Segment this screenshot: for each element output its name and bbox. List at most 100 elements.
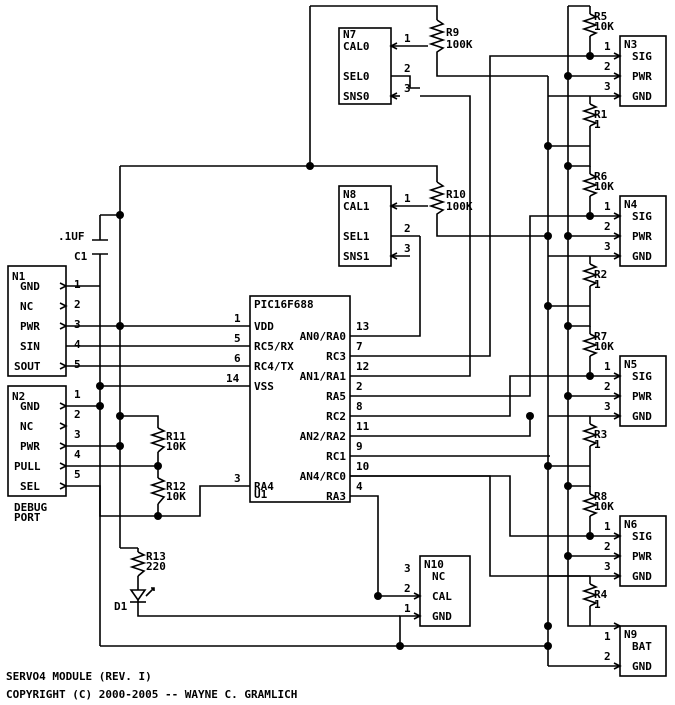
- r11-value: 10K: [166, 440, 186, 453]
- n2-pin4-name: PULL: [14, 460, 41, 473]
- n9-pin2: 2: [604, 650, 611, 663]
- n10-ref: N10: [424, 558, 444, 571]
- n8-pin2-name: SEL1: [343, 230, 370, 243]
- r5-value: 10K: [594, 20, 614, 33]
- wires: [66, 5, 620, 667]
- n8-pin3-num: 3: [404, 242, 411, 255]
- n9-bat: BAT: [632, 640, 652, 653]
- n2-pin5-num: 5: [74, 468, 81, 481]
- r10-value: 100K: [446, 200, 473, 213]
- u1-pin13: 13: [356, 320, 369, 333]
- n2-pin1-num: 1: [74, 388, 81, 401]
- schematic-title: SERVO4 MODULE (REV. I): [6, 670, 152, 683]
- n4-pin2: 2: [604, 220, 611, 233]
- n8-box: [338, 185, 392, 267]
- n3-sig: SIG: [632, 50, 652, 63]
- n6-gnd: GND: [632, 570, 652, 583]
- n1-pin1-num: 1: [74, 278, 81, 291]
- n7-pin3-num: 3: [404, 82, 411, 95]
- n2-pin2-name: NC: [20, 420, 33, 433]
- u1-part: PIC16F688: [254, 298, 314, 311]
- n10-pin2-num: 2: [404, 582, 411, 595]
- n3-gnd: GND: [632, 90, 652, 103]
- r9-ref: R9: [446, 26, 459, 39]
- n4-gnd: GND: [632, 250, 652, 263]
- u1-rc2: RC2: [326, 410, 346, 423]
- n7-box: [338, 27, 392, 105]
- n3-box: [619, 35, 667, 107]
- u1-ra3: RA3: [326, 490, 346, 503]
- n1-pin5-name: SOUT: [14, 360, 41, 373]
- u1-pin1: 1: [234, 312, 241, 325]
- n1-pin1-name: GND: [20, 280, 40, 293]
- n6-pin3: 3: [604, 560, 611, 573]
- n3-pwr: PWR: [632, 70, 652, 83]
- n2-pin3-name: PWR: [20, 440, 40, 453]
- n2-box: [7, 385, 67, 497]
- n1-box: [7, 265, 67, 377]
- r1-value: 1: [594, 118, 601, 131]
- n9-pin1: 1: [604, 630, 611, 643]
- u1-an1: AN1/RA1: [300, 370, 347, 383]
- n6-pin2: 2: [604, 540, 611, 553]
- n2-pin5-name: SEL: [20, 480, 40, 493]
- n1-ref: N1: [12, 270, 26, 283]
- n10-pin3-name: NC: [432, 570, 445, 583]
- n6-ref: N6: [624, 518, 638, 531]
- n4-sig: SIG: [632, 210, 652, 223]
- n5-pwr: PWR: [632, 390, 652, 403]
- n9-box: [619, 625, 667, 677]
- pin-arrows: [59, 42, 622, 670]
- u1-rc3: RC3: [326, 350, 346, 363]
- boxes: [7, 27, 667, 677]
- n8-pin3-name: SNS1: [343, 250, 370, 263]
- u1-ref: U1: [254, 488, 268, 501]
- n4-pin3: 3: [604, 240, 611, 253]
- n1-pin3-name: PWR: [20, 320, 40, 333]
- n4-pwr: PWR: [632, 230, 652, 243]
- u1-rc1: RC1: [326, 450, 346, 463]
- r12-value: 10K: [166, 490, 186, 503]
- copyright-line: COPYRIGHT (C) 2000-2005 -- WAYNE C. GRAM…: [6, 688, 297, 701]
- n5-pin2: 2: [604, 380, 611, 393]
- u1-pin11: 11: [356, 420, 370, 433]
- n7-ref: N7: [343, 28, 356, 41]
- n2-pin1-name: GND: [20, 400, 40, 413]
- component-labels: N1 GND NC PWR SIN SOUT 1 2 3 4 5 N2 GND …: [6, 10, 652, 701]
- n3-pin1: 1: [604, 40, 611, 53]
- n4-pin1: 1: [604, 200, 611, 213]
- u1-vdd: VDD: [254, 320, 274, 333]
- r2-ref: R2: [594, 268, 607, 281]
- n1-pin3-num: 3: [74, 318, 81, 331]
- n7-pin3-name: SNS0: [343, 90, 370, 103]
- n8-ref: N8: [343, 188, 356, 201]
- u1-pin2: 2: [356, 380, 363, 393]
- u1-ra5: RA5: [326, 390, 346, 403]
- n4-ref: N4: [624, 198, 638, 211]
- u1-box: [249, 295, 351, 503]
- r13-ref: R13: [146, 550, 166, 563]
- n9-gnd: GND: [632, 660, 652, 673]
- n7-pin2-name: SEL0: [343, 70, 370, 83]
- n7-pin1-num: 1: [404, 32, 411, 45]
- n5-sig: SIG: [632, 370, 652, 383]
- n1-pin4-name: SIN: [20, 340, 40, 353]
- n5-pin1: 1: [604, 360, 611, 373]
- n1-pin4-num: 4: [74, 338, 81, 351]
- debug-label-line1: DEBUG: [14, 501, 47, 514]
- u1-pin8: 8: [356, 400, 363, 413]
- n6-box: [619, 515, 667, 587]
- n2-pin2-num: 2: [74, 408, 81, 421]
- u1-an4: AN4/RC0: [300, 470, 346, 483]
- r8-ref: R8: [594, 490, 607, 503]
- r3-value: 1: [594, 438, 601, 451]
- n6-pwr: PWR: [632, 550, 652, 563]
- u1-rc4: RC4/TX: [254, 360, 294, 373]
- r5-ref: R5: [594, 10, 607, 23]
- u1-pin6: 6: [234, 352, 241, 365]
- d1-ref: D1: [114, 600, 128, 613]
- u1-pin3: 3: [234, 472, 241, 485]
- n7-pin2-num: 2: [404, 62, 411, 75]
- n10-pin3-num: 3: [404, 562, 411, 575]
